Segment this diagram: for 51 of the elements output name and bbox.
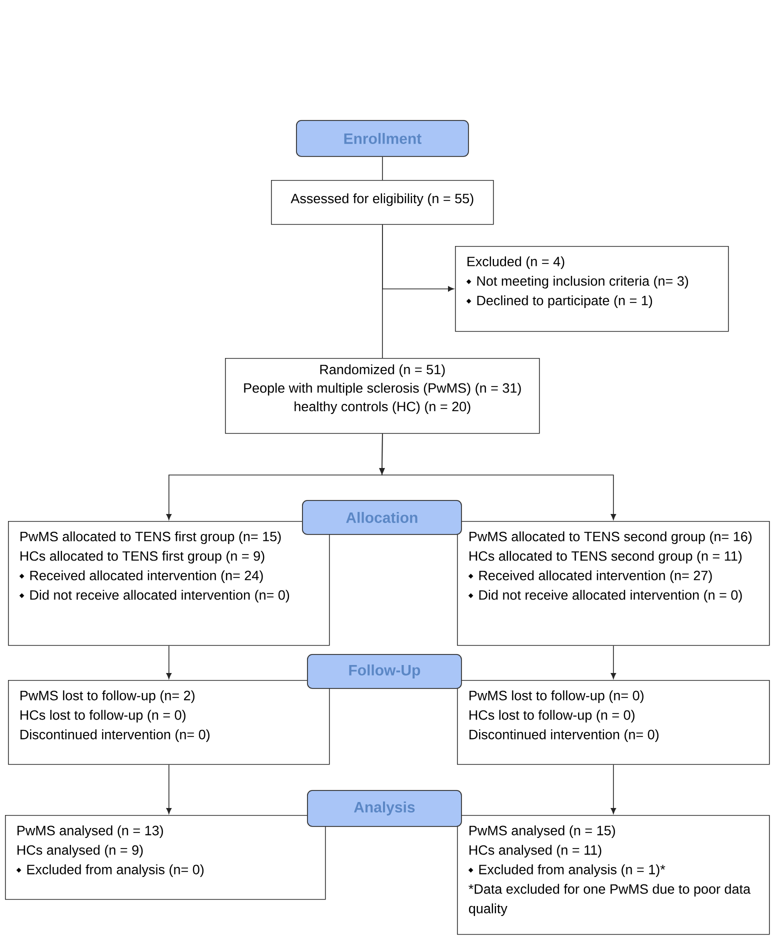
process-box	[5, 815, 326, 900]
box-text: Did not receive allocated intervention (n = 0)	[479, 590, 742, 602]
box-text: PwMS lost to follow-up (n= 2)	[20, 690, 194, 703]
box-text: Declined to participate (n = 1)	[477, 295, 652, 308]
box-text: Not meeting inclusion criteria (n= 3)	[477, 276, 688, 288]
arrow	[166, 645, 172, 679]
phase-label: Analysis	[354, 801, 415, 816]
box-text: *Data excluded for one PwMS due to poor data quality	[468, 884, 751, 916]
box-text: healthy controls (HC) (n = 20)	[294, 401, 470, 414]
process-box	[455, 246, 729, 332]
box-text: Excluded (n = 4)	[468, 256, 564, 269]
box-text: People with multiple sclerosis (PwMS) (n = 31)	[244, 382, 521, 396]
box-text: HCs analysed (n = 11)	[470, 844, 602, 858]
box-text: Assessed for eligibility (n = 55)	[290, 193, 474, 206]
box-text: Excluded from analysis (n= 0)	[27, 864, 204, 877]
box-text: Randomized (n = 51)	[320, 364, 445, 377]
box-text: HCs analysed (n = 9)	[18, 844, 143, 858]
process-box	[457, 521, 770, 646]
box-text: HCs lost to follow-up (n = 0)	[470, 710, 634, 722]
phase-header-box	[302, 500, 462, 535]
process-box	[225, 358, 540, 434]
arrow	[382, 433, 616, 520]
box-text: Received allocated intervention (n= 24)	[30, 570, 263, 583]
arrow	[166, 764, 172, 814]
box-text: HCs lost to follow-up (n = 0)	[20, 710, 186, 722]
box-text: HCs allocated to TENS second group (n = 11)	[470, 550, 742, 564]
box-text: PwMS analysed (n = 13)	[18, 825, 163, 838]
phase-label: Allocation	[346, 512, 418, 523]
phase-header-box	[307, 790, 462, 827]
phase-header-box	[307, 654, 462, 689]
phase-label: Follow-Up	[349, 664, 420, 678]
process-box	[8, 680, 330, 765]
box-text: PwMS allocated to TENS first group (n= 15)	[20, 531, 281, 544]
process-box	[8, 521, 330, 646]
box-text: Discontinued intervention (n= 0)	[20, 729, 210, 742]
phase-label: Enrollment	[344, 132, 422, 144]
box-text: HCs allocated to TENS first group (n = 9)	[20, 550, 264, 564]
process-box	[457, 815, 770, 935]
box-text: PwMS analysed (n = 15)	[470, 825, 615, 838]
arrow	[610, 764, 616, 814]
phase-header-box	[296, 120, 469, 157]
arrow	[610, 645, 616, 679]
box-text: Discontinued intervention (n= 0)	[470, 729, 658, 742]
box-text: Received allocated intervention (n= 27)	[479, 570, 712, 583]
box-text: Excluded from analysis (n = 1)*	[479, 864, 666, 877]
process-box	[457, 680, 770, 765]
arrow	[382, 224, 454, 292]
box-text: PwMS lost to follow-up (n= 0)	[470, 690, 644, 703]
box-text: PwMS allocated to TENS second group (n= 16)	[470, 531, 752, 544]
process-box	[271, 180, 494, 225]
box-text: Did not receive allocated intervention (n= 0)	[30, 590, 290, 602]
